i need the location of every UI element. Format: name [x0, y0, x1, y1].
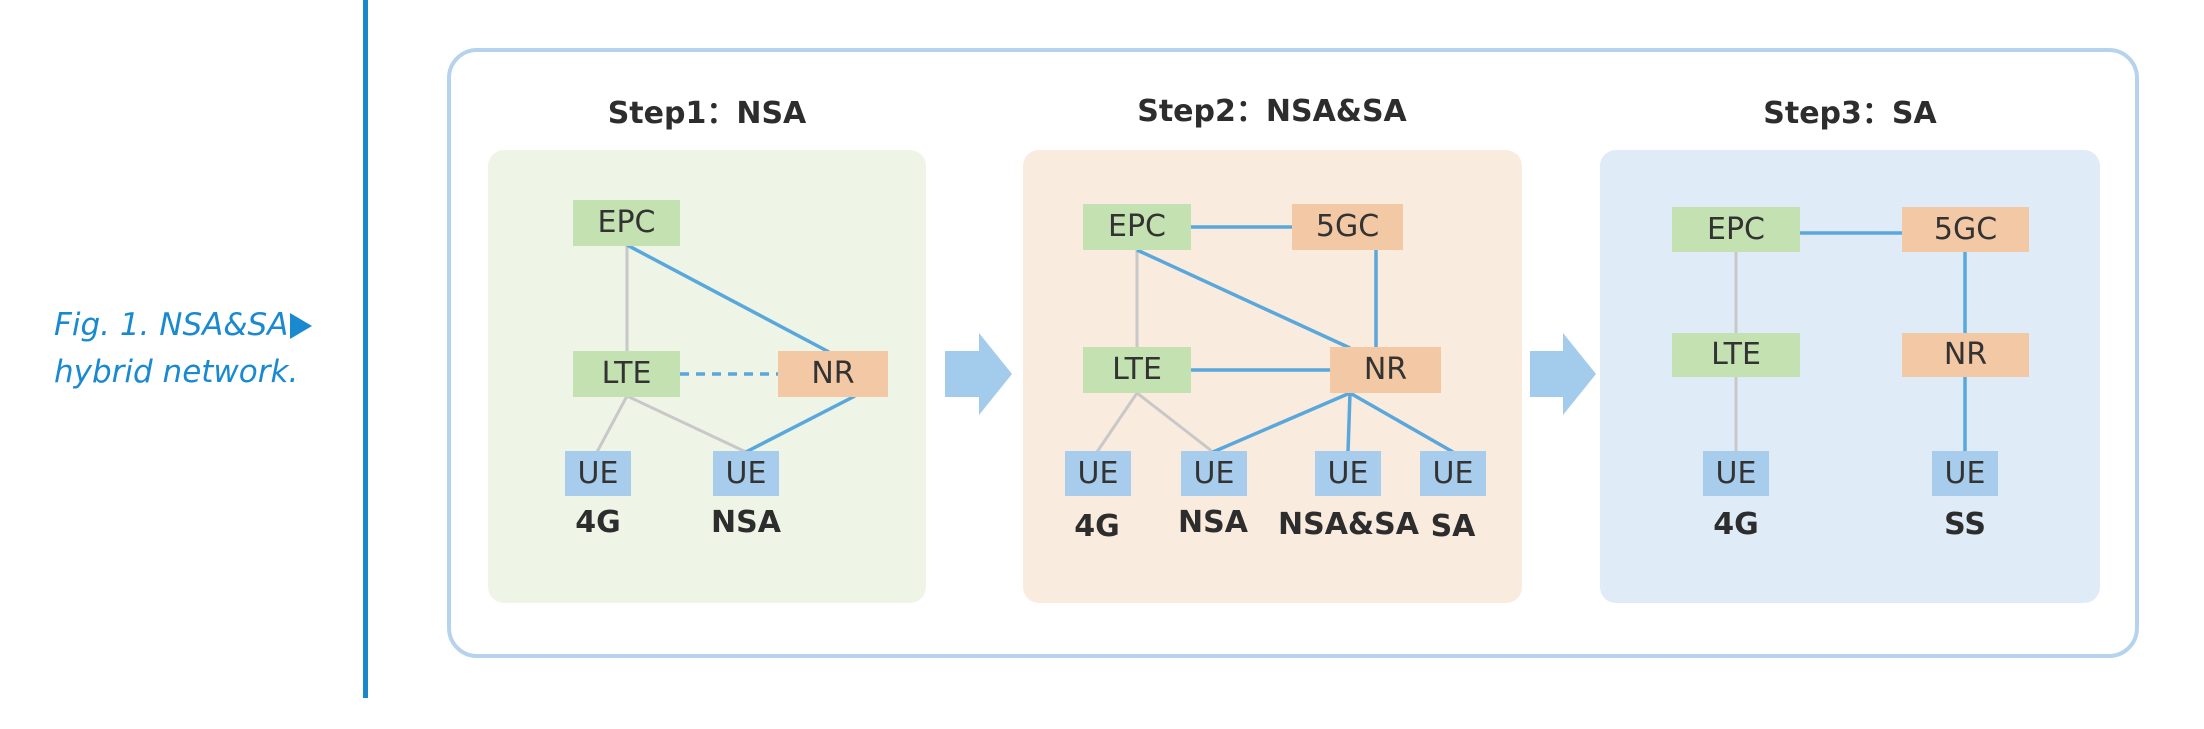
- step2-title: Step2：NSA&SA: [1137, 94, 1407, 129]
- link-nr-uensa-step1: [745, 394, 856, 454]
- step2-5gc-node: 5GC: [1292, 204, 1403, 250]
- link-lte-ue4g-step2: [1095, 392, 1139, 453]
- step3-5gc-node: 5GC: [1902, 207, 2029, 252]
- step2-ue-nsasa-label: NSA&SA: [1278, 507, 1419, 542]
- step3-ue-ss-node: UE: [1932, 451, 1998, 496]
- link-lte-uensa-step1: [626, 394, 747, 454]
- caption-pointer-icon: [290, 313, 312, 339]
- step3-lte-node: LTE: [1672, 333, 1800, 377]
- step1-ue-4g-label: 4G: [575, 505, 621, 540]
- step2-ue-nsa-label: NSA: [1178, 505, 1248, 540]
- step1-nr-node: NR: [778, 351, 888, 397]
- step2-ue-sa-label: SA: [1430, 509, 1476, 544]
- step2-epc-node: EPC: [1083, 204, 1191, 250]
- diagram-frame: [447, 48, 2139, 658]
- step3-ue-ss-label: SS: [1944, 507, 1986, 542]
- step3-nr-node: NR: [1902, 333, 2029, 377]
- vertical-divider: [363, 0, 368, 698]
- step1-ue-nsa-label: NSA: [711, 505, 781, 540]
- step2-ue-nsasa-node: UE: [1315, 451, 1381, 496]
- step1-ue-4g-node: UE: [565, 451, 631, 496]
- step3-epc-node: EPC: [1672, 207, 1800, 252]
- step2-ue-nsa-node: UE: [1181, 451, 1247, 496]
- step2-lte-node: LTE: [1083, 347, 1191, 393]
- step3-ue-4g-label: 4G: [1713, 507, 1759, 542]
- link-lte-ue4g-step1: [595, 395, 629, 453]
- step3-ue-4g-node: UE: [1703, 451, 1769, 496]
- caption-line-2: hybrid network.: [54, 354, 299, 390]
- figure-caption: Fig. 1. NSA&SA hybrid network.: [54, 302, 354, 396]
- link-epc-nr-step1: [626, 243, 830, 354]
- step2-nr-node: NR: [1330, 347, 1441, 393]
- caption-line-1: Fig. 1. NSA&SA: [54, 307, 289, 343]
- transition-arrow-2-icon: [1530, 333, 1596, 415]
- link-epc-nr-step2: [1136, 248, 1351, 350]
- step3-title: Step3：SA: [1763, 96, 1937, 131]
- step2-ue-sa-node: UE: [1420, 451, 1486, 496]
- transition-arrow-1-icon: [945, 333, 1012, 415]
- step2-ue-4g-label: 4G: [1074, 509, 1120, 544]
- link-nr-uensasa-step2: [1346, 392, 1352, 453]
- step2-ue-4g-node: UE: [1065, 451, 1131, 496]
- link-nr-uesa-step2: [1349, 391, 1454, 454]
- step1-ue-nsa-node: UE: [713, 451, 779, 496]
- link-lte-uensa-step2: [1136, 391, 1214, 454]
- step1-title: Step1：NSA: [607, 96, 807, 131]
- link-nr-uensa-step2: [1212, 391, 1351, 454]
- step1-epc-node: EPC: [573, 200, 680, 246]
- step1-lte-node: LTE: [573, 351, 680, 397]
